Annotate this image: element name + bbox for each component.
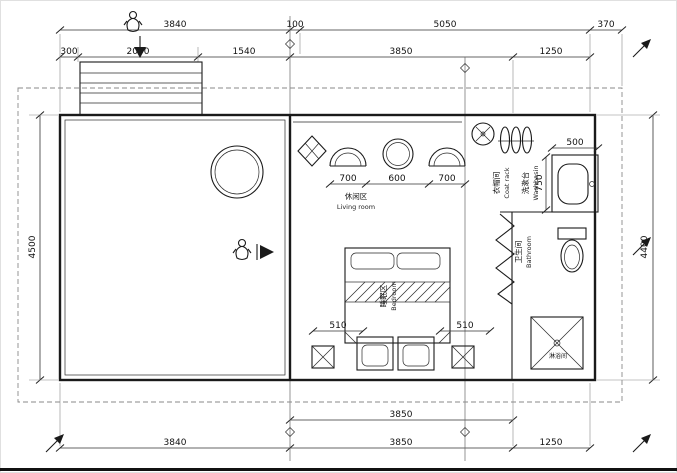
dim-label: 300 [60, 47, 77, 57]
toilet [557, 227, 587, 273]
dim-label: 750 [535, 174, 545, 191]
bedroom: 睡眠区 Bedroom 510 510 [308, 247, 495, 371]
living-area: 700 600 700 休闲区 Living room [297, 135, 470, 211]
entry-figure [123, 10, 146, 58]
dim-label: 700 [438, 174, 455, 184]
dim-label: 510 [329, 321, 346, 331]
dimension-left: 4500 [28, 111, 58, 384]
dim-label: 100 [286, 20, 303, 30]
decor-diamond-icon [297, 135, 327, 167]
bedroom-chair [397, 336, 435, 371]
basin-dimension-500: 500 [547, 138, 603, 152]
armchair [329, 147, 367, 167]
dim-label: 600 [388, 174, 405, 184]
extension-lines-bottom [59, 383, 591, 446]
dim-label: 1250 [540, 47, 563, 57]
bedroom-label-en: Bedroom [390, 281, 398, 310]
dim-label: 1540 [233, 47, 256, 57]
shower-room: 淋浴间 [530, 316, 584, 370]
dim-label: 4500 [28, 235, 38, 258]
dim-label: 500 [566, 138, 583, 148]
entry-arrow-icon [134, 47, 146, 58]
entrance-stairs [79, 61, 203, 116]
dim-label: 3840 [164, 20, 187, 30]
coat-hangers-icon [498, 126, 534, 154]
bathroom-label-en: Bathroom [525, 236, 533, 268]
washbasin-label-zh: 洗漱台 [520, 172, 530, 195]
dimension-row-bottom-2: 3840 3850 1250 [55, 438, 595, 452]
dim-label: 5050 [434, 20, 457, 30]
pillow [396, 252, 441, 270]
dim-label: 4400 [640, 235, 650, 258]
side-table [382, 138, 414, 170]
bathroom-label-zh: 卫生间 [513, 241, 523, 264]
coat-washbasin-zone: 500 750 衣帽间 Coat rack 洗漱台 Washbasin [471, 122, 603, 214]
washbasin-label-en: Washbasin [532, 166, 540, 201]
site-boundary [17, 87, 623, 403]
seating-dimensions: 700 600 700 [325, 174, 470, 188]
dim-label: 3840 [164, 438, 187, 448]
dim-label: 700 [339, 174, 356, 184]
pillow [350, 252, 395, 270]
round-table-inner [214, 149, 260, 195]
fan-icon [471, 122, 495, 146]
direction-arrow-icon [260, 245, 274, 259]
bed-dimensions: 510 510 [308, 321, 495, 335]
bathroom: 卫生间 Bathroom 淋浴间 [495, 213, 587, 370]
building-walls [58, 113, 597, 382]
lounge-room [210, 145, 274, 261]
bedroom-chair [356, 336, 394, 371]
dimension-row-top-1: 3840 100 5050 370 [55, 20, 627, 34]
extension-lines-top [59, 33, 623, 113]
drain-icon [553, 339, 561, 347]
coat-rack-label-en: Coat rack [503, 167, 511, 198]
dim-label: 3850 [390, 438, 413, 448]
basin-dimension-750: 750 [535, 153, 551, 214]
round-table [210, 145, 264, 199]
dim-label: 3850 [390, 410, 413, 420]
washbasin-counter [551, 154, 599, 213]
dim-label: 510 [456, 321, 473, 331]
dimension-row-bottom-1: 3850 [285, 410, 518, 424]
nightstand [451, 345, 475, 369]
nightstand [311, 345, 335, 369]
blanket-hatch [344, 281, 451, 303]
living-room-label-zh: 休闲区 [345, 191, 368, 201]
folding-partition [495, 213, 515, 305]
dim-label: 1250 [540, 438, 563, 448]
shower-label-zh: 淋浴间 [549, 352, 567, 360]
dim-label: 3850 [390, 47, 413, 57]
armchair [428, 147, 466, 167]
faucet-icon [589, 181, 595, 187]
living-room-label-en: Living room [337, 203, 375, 211]
bedroom-label-zh: 睡眠区 [379, 284, 388, 307]
dimension-right: 4400 [597, 111, 660, 384]
dim-label: 370 [597, 20, 614, 30]
coat-rack-label-zh: 衣帽间 [491, 172, 501, 195]
